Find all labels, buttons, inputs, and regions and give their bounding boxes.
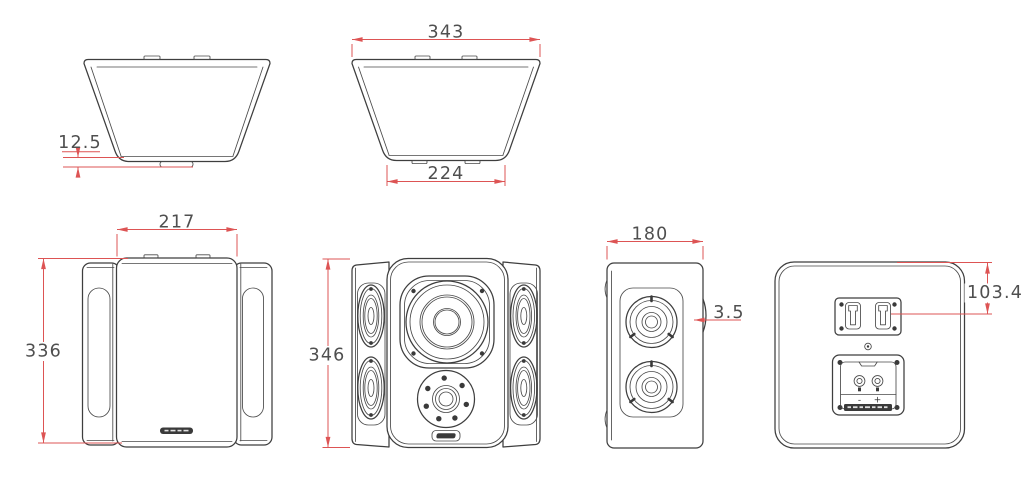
- side-tweeter-driver: [509, 356, 538, 420]
- keyhole-slot-icon: [875, 302, 891, 330]
- left-angled-view-drawing: [81, 254, 273, 448]
- mount-rail-icon: [160, 427, 193, 434]
- keyhole-slot-icon: [845, 302, 861, 330]
- side-tweeter-driver: [509, 284, 538, 348]
- side-driver: [625, 360, 678, 414]
- spec-label: [844, 404, 892, 411]
- brand-badge: [431, 430, 461, 442]
- left-wing-panel: [351, 261, 390, 448]
- dim-label-body-width: 217: [158, 213, 195, 233]
- mount-tab-icon: [414, 55, 431, 60]
- foot-tab-icon: [464, 160, 481, 164]
- side-view-drawing: [604, 262, 707, 449]
- woofer-driver: [399, 275, 495, 369]
- bottom-view-drawing: [351, 55, 541, 164]
- back-view-drawing: - +: [774, 261, 966, 449]
- mount-tab-icon: [461, 55, 478, 60]
- dim-label-top-flange-height: 12.5: [58, 133, 102, 153]
- dim-label-side-height: 336: [25, 342, 62, 362]
- right-wing-panel: [502, 261, 541, 448]
- cabinet-body: [115, 257, 238, 448]
- polarity-positive-label: +: [874, 395, 882, 405]
- mount-tab-icon: [193, 55, 211, 60]
- dim-top-flange: 12.5: [58, 133, 193, 178]
- dim-label-base-width: 224: [427, 164, 464, 184]
- dim-label-keyhole-offset: 103.4: [967, 283, 1023, 303]
- front-view-drawing: [351, 257, 541, 449]
- side-tweeter-driver: [357, 356, 385, 420]
- back-screw-icon: [864, 342, 872, 351]
- dim-front-height: 346: [307, 258, 350, 448]
- terminal-cup: - +: [831, 354, 905, 416]
- side-driver: [625, 295, 678, 349]
- dim-label-bracket-thickness: 3.5: [713, 303, 744, 323]
- tweeter-mount-plate: [416, 369, 476, 429]
- dim-keyhole-offset: 103.4: [891, 262, 1026, 315]
- dim-label-front-height: 346: [308, 346, 345, 366]
- side-tweeter-driver: [357, 284, 385, 348]
- foot-tab-icon: [411, 160, 428, 164]
- dim-body-width: 217: [116, 213, 238, 257]
- top-view-drawing: [83, 55, 271, 168]
- dim-label-cabinet-depth: 180: [631, 225, 668, 245]
- dim-base-width: 224: [386, 164, 506, 186]
- dim-side-height: 336: [24, 258, 128, 444]
- mount-tab-icon: [143, 55, 161, 60]
- polarity-negative-label: -: [858, 395, 861, 405]
- keyhole-bracket: [834, 297, 902, 336]
- dim-cabinet-depth: 180: [606, 225, 704, 260]
- dim-label-overall-width: 343: [427, 23, 464, 43]
- wing-slot-icon: [87, 287, 111, 418]
- binding-post-negative: [853, 375, 866, 392]
- keyhole-bracket-edge: [702, 298, 707, 333]
- dim-bracket-thickness: 3.5: [693, 303, 744, 323]
- binding-post-positive: [871, 375, 884, 392]
- wing-slot-icon: [242, 287, 264, 418]
- mount-tab-icon: [195, 254, 211, 259]
- mount-tab-icon: [143, 254, 159, 259]
- dim-overall-width: 343: [351, 23, 541, 57]
